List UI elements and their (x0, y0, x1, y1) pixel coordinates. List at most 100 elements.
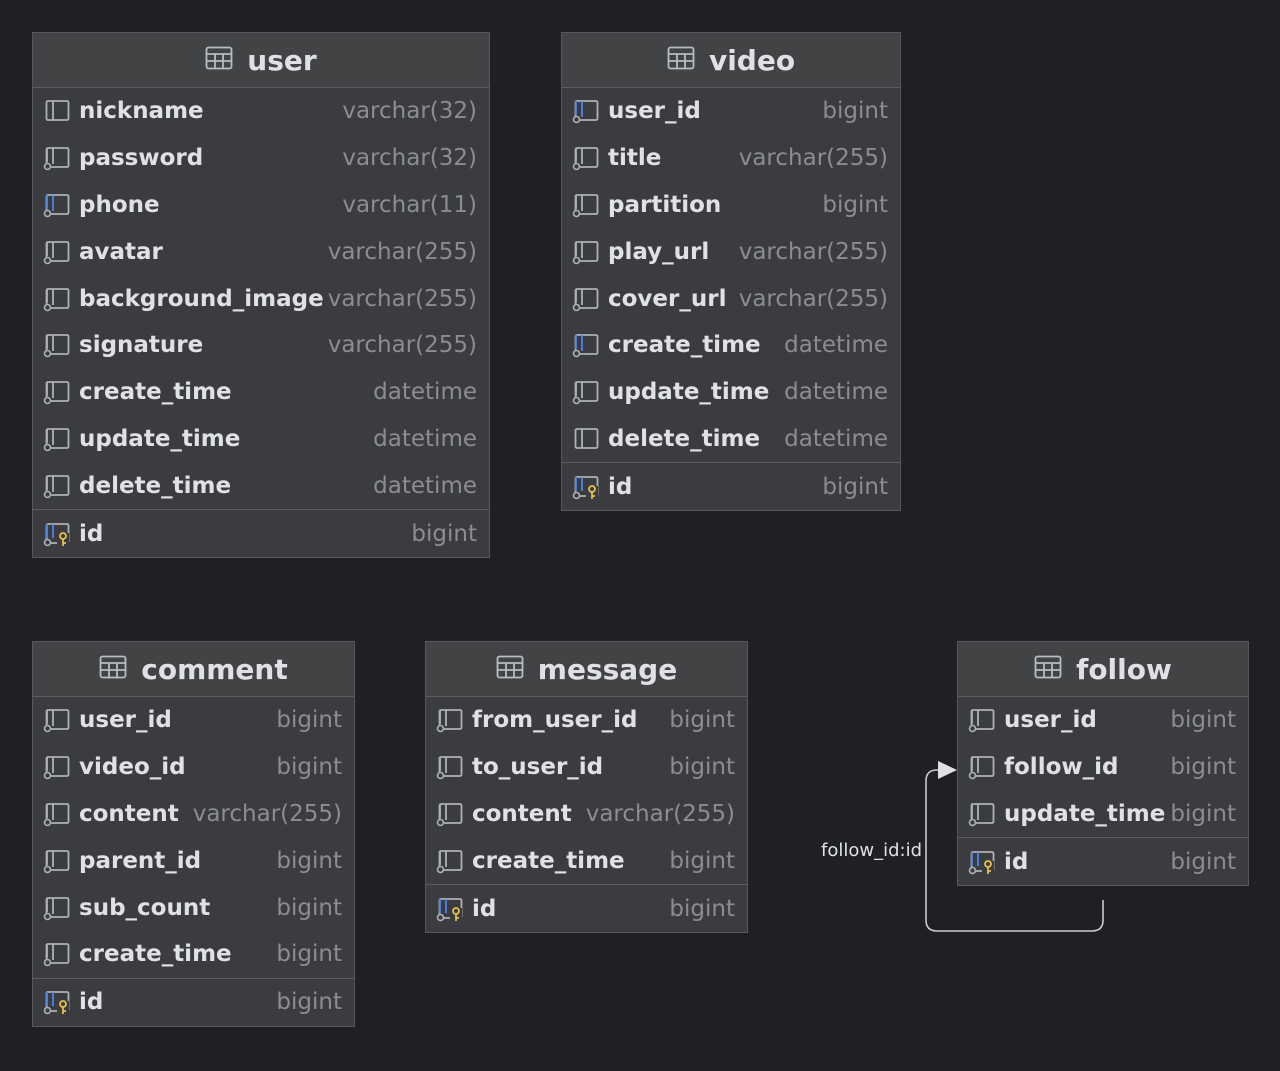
column-notnull-icon (436, 801, 464, 827)
column-notnull-icon (43, 332, 71, 358)
column-row[interactable]: avatar varchar(255) (33, 228, 489, 275)
column-type: bigint (1170, 848, 1236, 875)
column-type: bigint (822, 473, 888, 500)
column-name: parent_id (79, 847, 202, 874)
column-name: delete_time (79, 472, 232, 499)
column-type: varchar(32) (342, 98, 477, 125)
column-name: delete_time (608, 425, 761, 452)
table-header[interactable]: follow (958, 642, 1248, 697)
column-row[interactable]: delete_time datetime (33, 462, 489, 509)
column-type: varchar(255) (738, 145, 888, 172)
column-notnull-icon (968, 707, 996, 733)
column-type: bigint (822, 191, 888, 218)
column-name: id (79, 989, 104, 1016)
table-header[interactable]: video (562, 33, 900, 88)
column-name: background_image (79, 285, 324, 312)
column-name: content (79, 800, 179, 827)
table-icon (1034, 655, 1062, 683)
column-type: varchar(32) (342, 145, 477, 172)
column-name: video_id (79, 754, 186, 781)
column-name: create_time (79, 941, 232, 968)
column-type: bigint (276, 754, 342, 781)
column-notnull-icon (43, 754, 71, 780)
column-row[interactable]: video_id bigint (33, 744, 354, 791)
column-type: varchar(255) (327, 332, 477, 359)
column-notnull-icon (572, 145, 600, 171)
column-name: follow_id (1004, 754, 1119, 781)
column-name: phone (79, 191, 160, 218)
column-type: varchar(255) (327, 238, 477, 265)
primary-key-row[interactable]: id bigint (562, 462, 900, 510)
table-name: video (708, 43, 796, 77)
column-type: bigint (276, 707, 342, 734)
column-type: varchar(255) (738, 285, 888, 312)
table-icon (667, 46, 695, 74)
column-name: id (608, 473, 633, 500)
column-type: datetime (784, 425, 888, 452)
column-name: from_user_id (472, 707, 638, 734)
column-name: user_id (79, 707, 172, 734)
column-name: to_user_id (472, 754, 604, 781)
column-type: bigint (669, 847, 735, 874)
column-icon (572, 426, 600, 452)
table-header[interactable]: comment (33, 642, 354, 697)
column-type: varchar(255) (738, 238, 888, 265)
column-type: datetime (784, 379, 888, 406)
column-type: datetime (373, 472, 477, 499)
relation-line[interactable] (925, 769, 1104, 932)
column-notnull-icon (43, 286, 71, 312)
column-row[interactable]: from_user_id bigint (426, 697, 747, 744)
column-row[interactable]: delete_time datetime (562, 416, 900, 463)
table-header[interactable]: user (33, 33, 489, 88)
column-type: bigint (276, 894, 342, 921)
column-name: avatar (79, 238, 163, 265)
column-type: datetime (784, 332, 888, 359)
column-notnull-icon (572, 286, 600, 312)
column-notnull-icon (968, 754, 996, 780)
column-type: bigint (669, 754, 735, 781)
table-header[interactable]: message (426, 642, 747, 697)
column-row[interactable]: user_id bigint (33, 697, 354, 744)
column-row[interactable]: to_user_id bigint (426, 744, 747, 791)
column-notnull-icon (43, 707, 71, 733)
column-type: datetime (373, 379, 477, 406)
column-index-icon (572, 98, 600, 124)
column-notnull-icon (43, 941, 71, 967)
column-type: bigint (669, 707, 735, 734)
